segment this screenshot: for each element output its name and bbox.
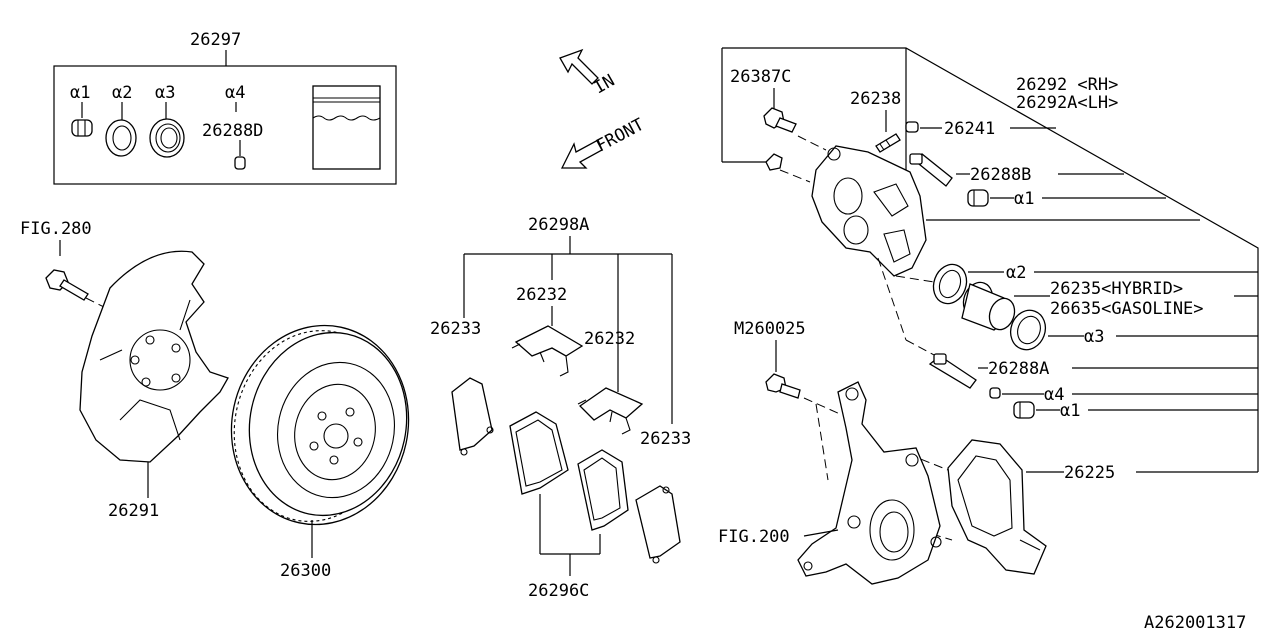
kit-item-a4: α4 <box>225 83 245 103</box>
dust-shield-icon <box>79 250 229 463</box>
kit-item-a3: α3 <box>155 83 175 103</box>
assembly-lh-number: 26292A<LH> <box>1016 93 1118 113</box>
pad-set-c-number: 26296C <box>528 581 589 601</box>
shield-group: FIG.280 26291 <box>20 219 229 521</box>
pin-b-number: 26288B <box>970 165 1031 185</box>
shim-right-icon <box>635 485 681 564</box>
alpha1-bottom-label: α1 <box>1060 401 1080 421</box>
caliper-support-icon <box>947 439 1047 575</box>
shim-left-number: 26233 <box>430 319 481 339</box>
kit-number: 26297 <box>190 30 241 50</box>
pad-set-number: 26298A <box>528 215 589 235</box>
kit-box <box>53 65 397 185</box>
fig-200-label: FIG.200 <box>718 527 790 547</box>
clip-mid-number: 26232 <box>584 329 635 349</box>
rotor-number: 26300 <box>280 561 331 581</box>
piston-seal-2-icon <box>932 263 968 305</box>
cap-number: 26241 <box>944 119 995 139</box>
kit-item-a2: α2 <box>112 83 132 103</box>
brake-rotor-icon <box>230 324 410 526</box>
steering-knuckle-icon <box>797 381 942 585</box>
pin-boot-bottom-icon <box>1013 401 1035 419</box>
alpha4-label: α4 <box>1044 385 1064 405</box>
clip-top-number: 26232 <box>516 285 567 305</box>
assembly-rh-number: 26292 <RH> <box>1016 75 1118 95</box>
bleeder-cap-icon <box>905 121 919 133</box>
guide-pin-b-icon <box>909 153 953 187</box>
seal-kit-group: 26297 α1 α2 α3 α4 26288D <box>53 30 397 185</box>
boot-icon <box>71 119 93 137</box>
caliper-body-icon <box>811 145 927 277</box>
kit-item-a1: α1 <box>70 83 90 103</box>
fig-280-label: FIG.280 <box>20 219 92 239</box>
alpha1-top-label: α1 <box>1014 189 1034 209</box>
piston-icon <box>961 281 1016 331</box>
caliper-bolt-icon <box>763 107 797 133</box>
grease-packet-icon <box>312 85 381 170</box>
piston-hybrid-number: 26235<HYBRID> <box>1050 279 1183 299</box>
brake-pad-inner-icon <box>509 411 569 495</box>
alpha2-label: α2 <box>1006 263 1026 283</box>
knuckle-bolt-number: M260025 <box>734 319 806 339</box>
shim-right-number: 26233 <box>640 429 691 449</box>
front-label: FRONT <box>593 115 648 157</box>
pad-set-group: 26298A 26232 26232 26233 26233 <box>430 215 691 601</box>
rotor-group: 26300 <box>230 324 410 581</box>
shim-left-icon <box>451 377 494 456</box>
bleeder-number: 26238 <box>850 89 901 109</box>
shield-number: 26291 <box>108 501 159 521</box>
dust-boot-icon <box>149 118 185 158</box>
dust-boot-2-icon <box>1009 309 1047 351</box>
alpha3-label: α3 <box>1084 327 1104 347</box>
caliper-group: 26387C 26238 26241 26292 <RH> 26292A<LH> <box>718 47 1259 585</box>
front-arrow-icon: FRONT <box>560 115 648 169</box>
bleeder-screw-icon <box>875 133 901 153</box>
bolt-small-icon <box>765 153 783 171</box>
pin-boot-small-icon <box>989 387 1001 399</box>
piston-gasoline-number: 26635<GASOLINE> <box>1050 299 1204 319</box>
guide-pin-a-icon <box>928 353 977 389</box>
pin-boot-icon <box>234 156 246 170</box>
direction-arrows: IN FRONT <box>559 48 648 169</box>
caliper-bolt-number: 26387C <box>730 67 791 87</box>
support-number: 26225 <box>1064 463 1115 483</box>
diagram-id: A262001317 <box>1144 613 1246 633</box>
kit-pin-number: 26288D <box>202 121 263 141</box>
piston-seal-icon <box>105 119 137 157</box>
pin-a-number: 26288A <box>988 359 1049 379</box>
in-arrow-icon: IN <box>559 48 618 98</box>
knuckle-bolt-icon <box>765 373 801 399</box>
pad-clip-icon <box>511 325 584 377</box>
brake-pad-outer-icon <box>577 449 629 531</box>
bolt-icon <box>45 269 89 301</box>
pin-boot-top-icon <box>967 189 989 207</box>
pad-clip-2-icon <box>577 387 644 435</box>
